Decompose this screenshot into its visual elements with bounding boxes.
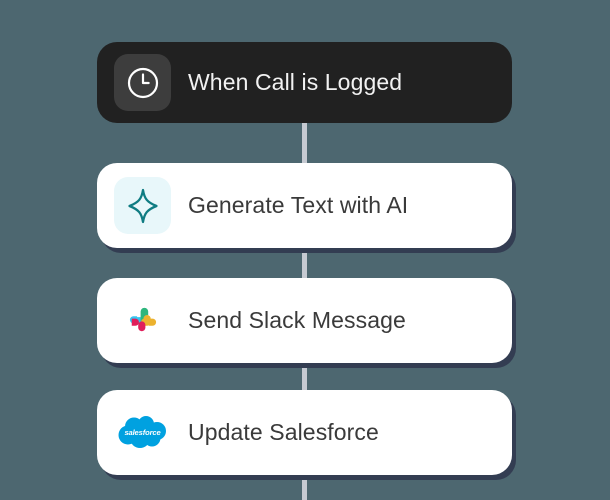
connector-line-salesforce-out [302,467,307,500]
workflow-card-trigger[interactable]: When Call is Logged [97,42,512,123]
workflow-card-label-update-salesforce: Update Salesforce [188,419,379,445]
workflow-card-update-salesforce[interactable]: salesforce Update Salesforce [97,390,512,475]
salesforce-logo-icon: salesforce [114,404,171,461]
slack-logo-icon [114,292,171,349]
salesforce-wordmark: salesforce [124,428,161,437]
ai-sparkle-icon [114,177,171,234]
connector-line-trigger-to-ai [302,110,307,172]
clock-icon [114,54,171,111]
connector-line-slack-to-salesforce [302,355,307,398]
workflow-card-label-trigger: When Call is Logged [188,69,403,95]
workflow-card-label-generate-text-with-ai: Generate Text with AI [188,192,409,218]
workflow-card-label-send-slack-message: Send Slack Message [188,307,406,333]
workflow-card-send-slack-message[interactable]: Send Slack Message [97,278,512,363]
connector-line-ai-to-slack [302,240,307,286]
workflow-card-generate-text-with-ai[interactable]: Generate Text with AI [97,163,512,248]
